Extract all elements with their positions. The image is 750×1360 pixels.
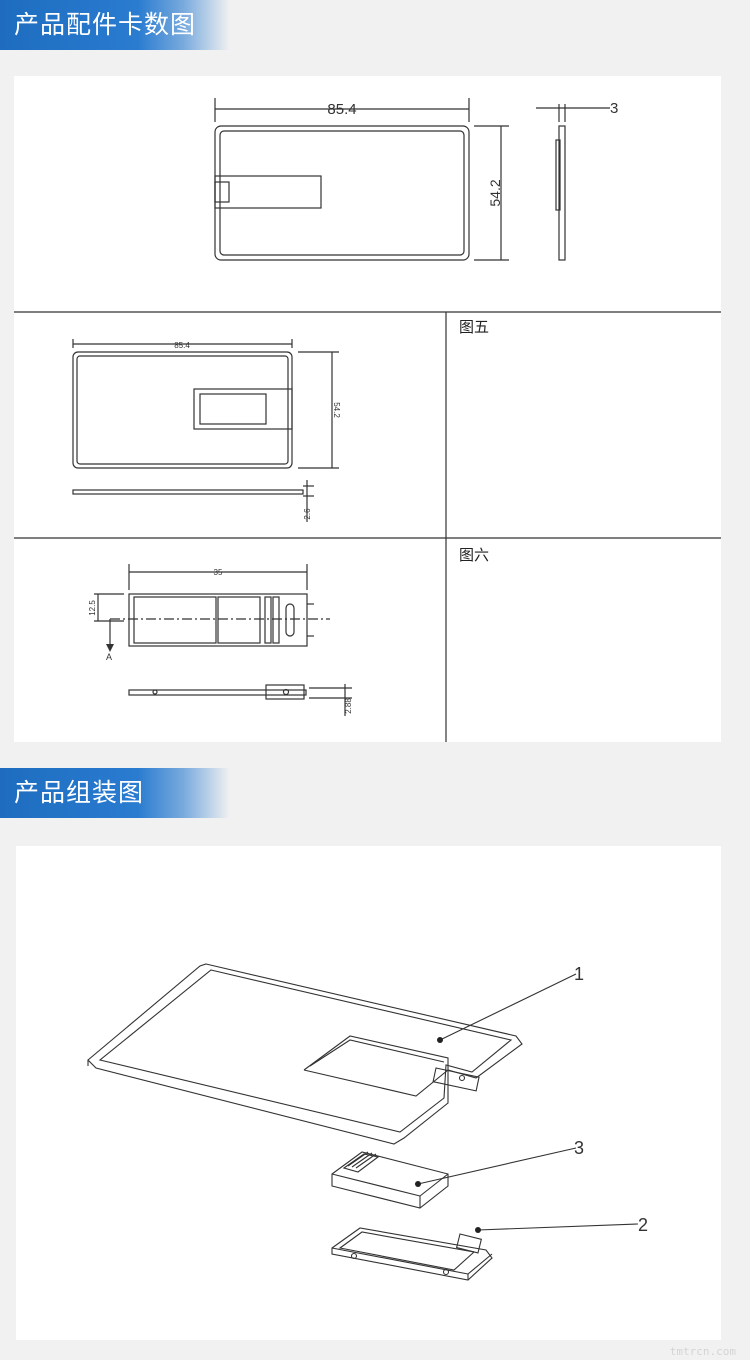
callout-dot-2 <box>475 1227 481 1233</box>
fig6-section-mark: A <box>106 652 112 662</box>
fig6-label: 图六 <box>459 546 489 564</box>
callout-dot-1 <box>437 1037 443 1043</box>
assembly-section-header: 产品组装图 <box>0 768 230 818</box>
fig5-height-dim: 54.2 <box>332 402 341 418</box>
fig1-width-dim: 85.4 <box>327 101 356 118</box>
callout-leader-2 <box>477 1223 639 1231</box>
fig5-thickness-dim: 2.6 <box>303 508 312 520</box>
site-watermark: tmtrcn.com <box>669 1345 736 1358</box>
assembly-section-title: 产品组装图 <box>14 778 145 807</box>
fig5-label: 图五 <box>459 318 489 336</box>
drawing-grid <box>14 311 721 742</box>
assembly-drawing: 1 3 2 <box>87 963 648 1281</box>
callout-number-2: 2 <box>638 1215 648 1235</box>
fig6-thickness-dim: 2.88 <box>344 698 353 714</box>
fig5-drawing <box>72 339 339 522</box>
fig1-height-dim: 54.2 <box>487 179 503 206</box>
fig5-width-dim: 85.4 <box>174 341 190 350</box>
fig1-thickness-dim: 3 <box>610 100 618 117</box>
card-front-view <box>214 98 509 261</box>
card-side-view <box>536 104 610 261</box>
callout-leader-3 <box>417 1147 577 1185</box>
callout-number-3: 3 <box>574 1138 584 1158</box>
fig6-drawing <box>94 564 352 716</box>
callout-leader-1 <box>439 973 577 1041</box>
parts-section-header: 产品配件卡数图 <box>0 0 230 50</box>
fig6-height-dim: 12.5 <box>88 600 97 616</box>
tray-part <box>331 1227 493 1281</box>
parts-drawing-panel: 85.4 54.2 3 图五 85.4 54.2 2.6 图六 35 12.5 … <box>14 76 721 742</box>
chip-part <box>331 1151 449 1209</box>
assembly-drawing-panel: 1 3 2 <box>16 846 721 1340</box>
callout-dot-3 <box>415 1181 421 1187</box>
parts-section-title: 产品配件卡数图 <box>14 10 197 39</box>
parts-drawing: 85.4 54.2 3 图五 85.4 54.2 2.6 图六 35 12.5 … <box>14 98 721 742</box>
card-shell-part <box>87 963 523 1145</box>
callout-number-1: 1 <box>574 964 584 984</box>
fig6-width-dim: 35 <box>214 568 223 577</box>
